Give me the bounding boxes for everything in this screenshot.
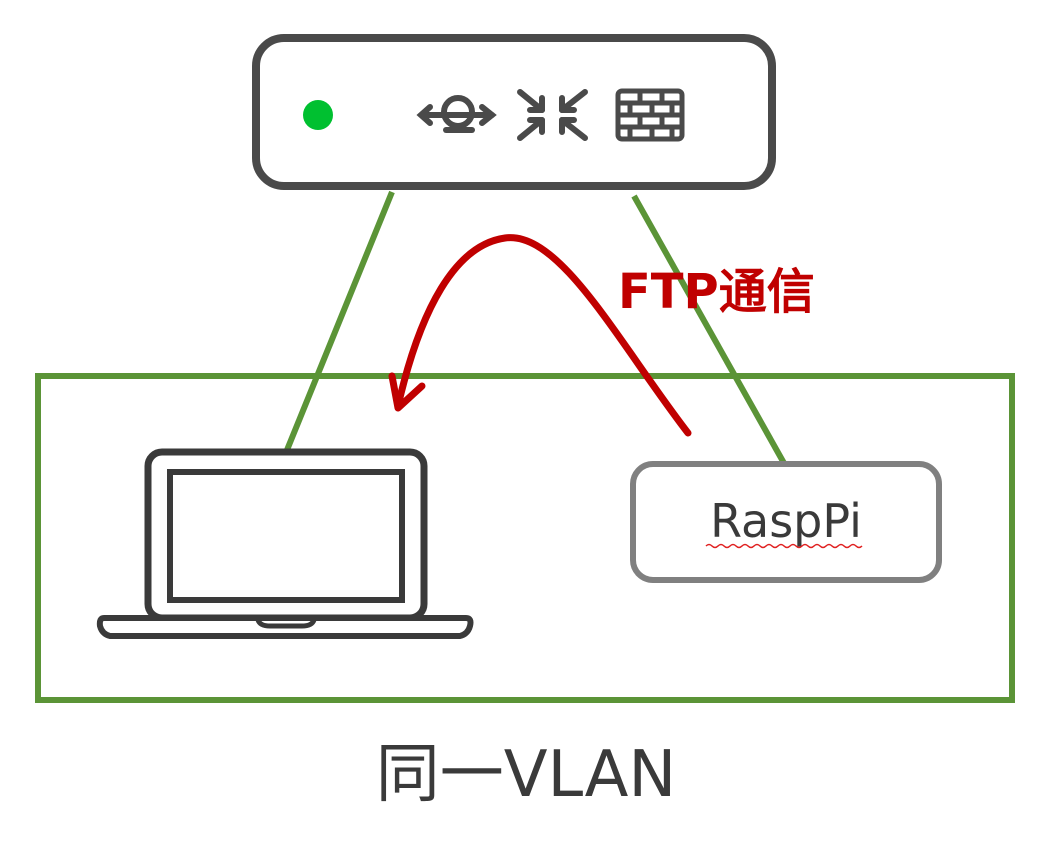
status-led xyxy=(303,100,333,130)
ftp-label: FTP通信 xyxy=(618,264,815,320)
ftp-arrowhead xyxy=(388,372,426,412)
firewall-icon xyxy=(615,88,685,142)
router-box xyxy=(252,34,776,190)
raspberry-pi-label: RaspPi xyxy=(710,494,862,548)
vlan-caption: 同一VLAN xyxy=(376,738,677,812)
link-router-raspi xyxy=(631,194,788,467)
router-device xyxy=(252,34,776,190)
raspberry-pi-node: RaspPi xyxy=(630,461,942,583)
ftp-arrow xyxy=(394,234,692,437)
shuffle-icon xyxy=(517,89,588,141)
vlan-box xyxy=(35,373,1015,703)
usb-icon xyxy=(416,95,497,133)
laptop-icon xyxy=(96,448,474,639)
spellcheck-underline xyxy=(705,543,863,549)
link-router-laptop xyxy=(284,190,395,452)
